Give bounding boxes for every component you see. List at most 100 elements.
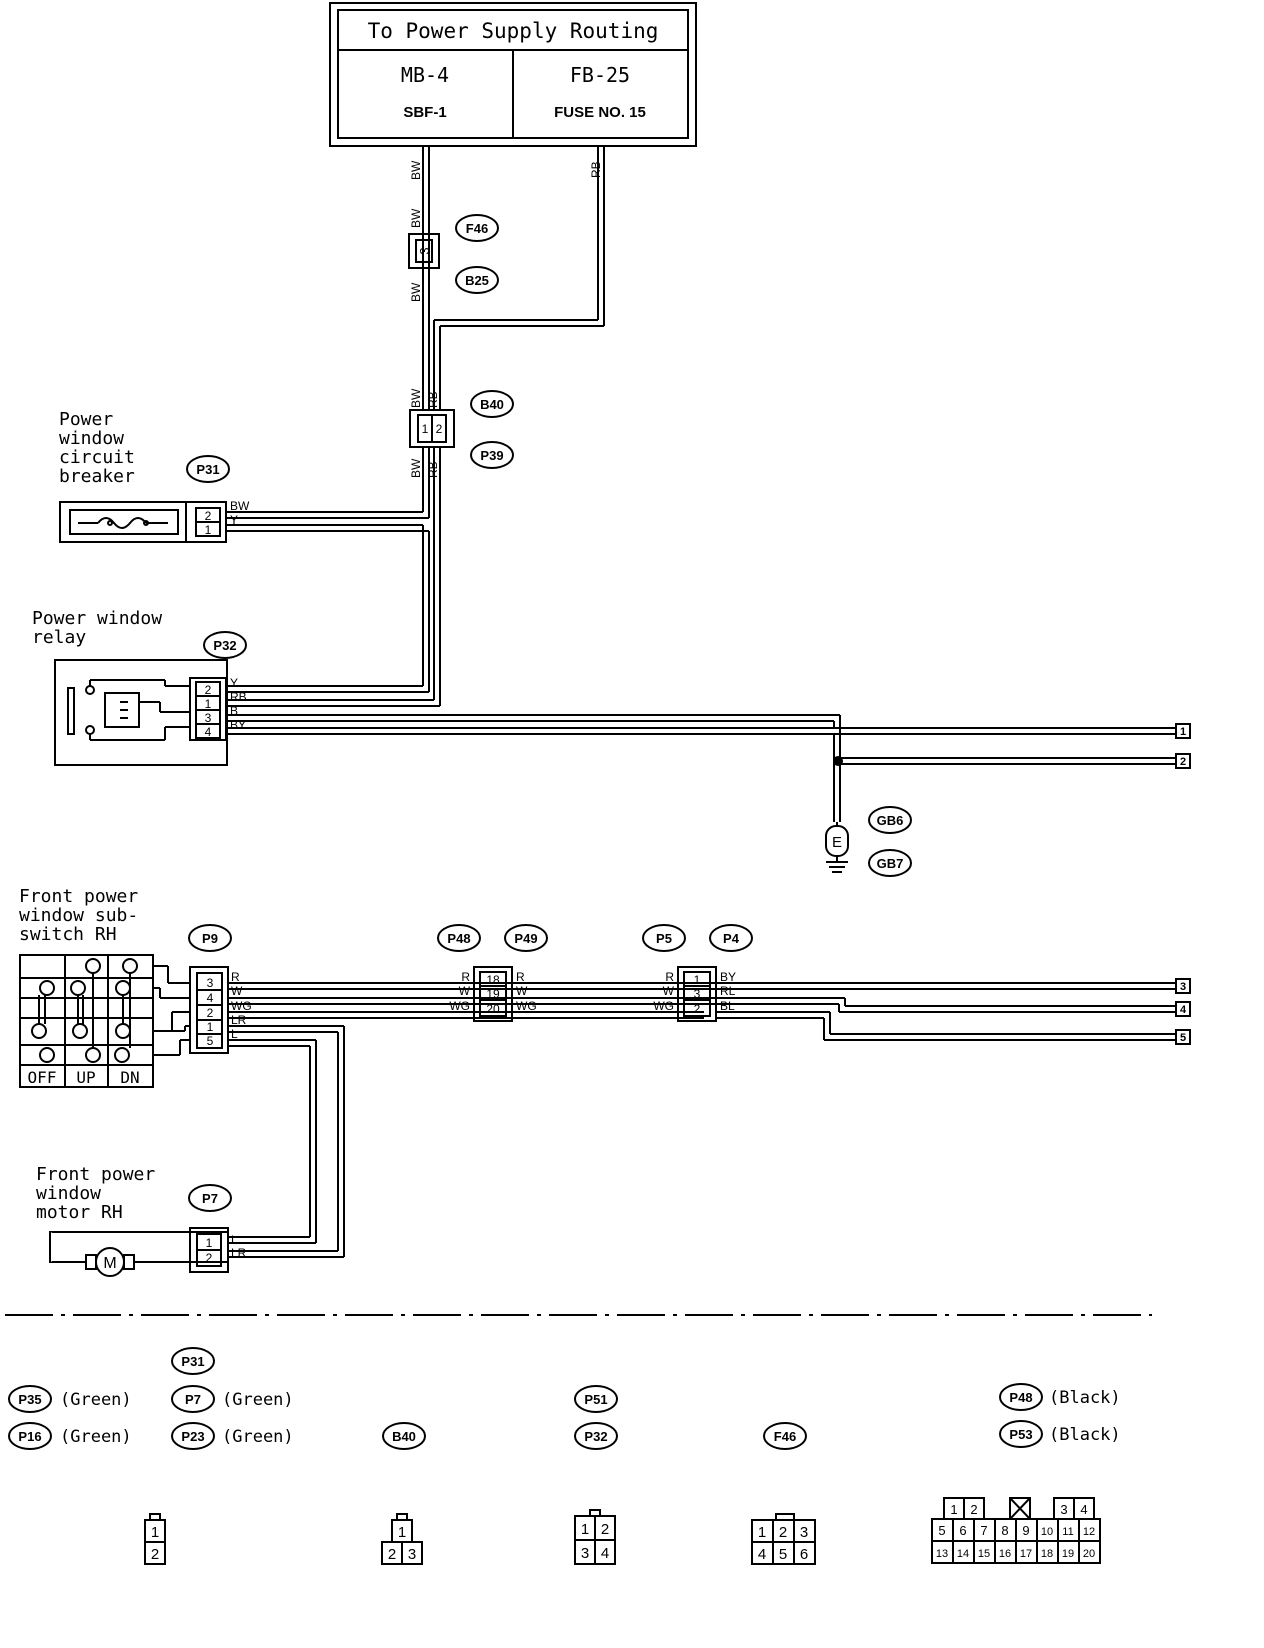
b40-pin-2: 2: [436, 422, 443, 436]
continuation-markers: 1 2 3 4 5: [1175, 723, 1191, 1045]
switch-pos-dn: DN: [120, 1068, 139, 1087]
relay-label: Power window relay: [32, 608, 173, 648]
face20-pin6: 6: [959, 1523, 966, 1538]
front-power-window-motor: Front power window motor RH 1 2 M L LR: [36, 1164, 247, 1277]
lower-wiring: [228, 982, 1176, 1258]
power-supply-box: To Power Supply Routing MB-4 SBF-1 FB-25…: [329, 2, 697, 147]
supply-left-main: MB-4: [401, 63, 449, 87]
wire-rb-1: RB: [589, 161, 603, 178]
face3-pin2: 2: [388, 1546, 396, 1563]
face20-pin12: 12: [1083, 1526, 1095, 1538]
p9-pin-4: 4: [207, 991, 214, 1005]
wire-l-p9: L: [231, 1027, 238, 1041]
face20-pin13: 13: [936, 1548, 948, 1560]
face6-pin3: 3: [800, 1524, 808, 1541]
legend-p53-color: (Black): [1049, 1425, 1121, 1445]
wire-y-breaker: Y: [230, 513, 238, 527]
conn-p31: P31: [196, 462, 219, 477]
supply-right-sub: FUSE NO. 15: [554, 104, 646, 121]
face-2pin: 1 2: [144, 1513, 166, 1565]
wire-bl-p4: BL: [720, 999, 735, 1013]
face20-row3: 13 14 15 16 17 18 19 20: [931, 1540, 1101, 1564]
legend-p32: P32: [584, 1429, 607, 1444]
connector-p48-p49: 18 19 20 R W WG R W WG: [449, 966, 537, 1022]
face20-pin19: 19: [1062, 1548, 1074, 1560]
cont-2: 2: [1180, 756, 1186, 768]
wire-bw-1: BW: [409, 160, 423, 180]
conn-p49: P49: [514, 931, 537, 946]
legend-p35: P35: [18, 1392, 41, 1407]
conn-p32: P32: [213, 638, 236, 653]
motor-symbol: M: [103, 1255, 116, 1272]
relay-pin-2: 2: [205, 683, 212, 697]
p48-pin-20: 20: [486, 1002, 500, 1016]
conn-p5: P5: [656, 931, 672, 946]
p9-pin-5: 5: [207, 1034, 214, 1048]
p48-pin-18: 18: [486, 973, 500, 987]
p5-pin-1: 1: [694, 973, 701, 987]
wire-rl-p4: RL: [720, 984, 736, 998]
conn-p4: P4: [723, 931, 740, 946]
legend-p23: P23: [181, 1429, 204, 1444]
subswitch-label: Front power window sub- switch RH: [19, 886, 149, 945]
wire-w-p49: W: [516, 984, 528, 998]
wire-bw-2: BW: [409, 208, 423, 228]
wire-wg-p9: WG: [231, 999, 252, 1013]
conn-p9: P9: [202, 931, 218, 946]
supply-box-title: To Power Supply Routing: [368, 19, 659, 43]
wire-bw-4: BW: [409, 388, 423, 408]
wire-lr-p9: LR: [231, 1013, 247, 1027]
face20-pin10: 10: [1041, 1526, 1053, 1538]
cont-3: 3: [1180, 981, 1186, 993]
face6-pin5: 5: [779, 1546, 787, 1563]
wire-r-p48: R: [461, 970, 470, 984]
wire-r-p5: R: [665, 970, 674, 984]
p5-pin-2: 2: [694, 1002, 701, 1016]
face4-pin3: 3: [581, 1545, 589, 1562]
wire-bw-breaker: BW: [230, 499, 250, 513]
wire-by-p4: BY: [720, 970, 736, 984]
ground-label: E: [832, 834, 842, 851]
p9-pin-3: 3: [207, 976, 214, 990]
legend-p31: P31: [181, 1354, 204, 1369]
face20-row2: 5 6 7 8 9 10 11 12: [931, 1518, 1101, 1542]
relay-pin-1: 1: [205, 697, 212, 711]
b40-pin-1: 1: [422, 422, 429, 436]
relay-pin-3: 3: [205, 711, 212, 725]
face6-pin4: 4: [758, 1546, 766, 1563]
face20-pin14: 14: [957, 1548, 969, 1560]
cont-1: 1: [1180, 726, 1186, 738]
p9-pin-1: 1: [207, 1020, 214, 1034]
wire-b-relay: B: [230, 704, 238, 718]
supply-right-main: FB-25: [570, 63, 630, 87]
circuit-breaker: Power window circuit breaker 2 1 BW Y: [59, 409, 250, 543]
face20-pin16: 16: [999, 1548, 1011, 1560]
wire-w-p9: W: [231, 984, 243, 998]
wire-y-relay: Y: [230, 676, 238, 690]
connector-legend: P31 P35 (Green) P7 (Green) P16 (Green) P…: [8, 1347, 1121, 1450]
p5-pin-3: 3: [694, 987, 701, 1001]
face-6pin: 1 2 3 4 5 6: [751, 1513, 816, 1565]
legend-p48: P48: [1009, 1390, 1032, 1405]
face20-pin8: 8: [1001, 1523, 1008, 1538]
face20-pin9: 9: [1022, 1523, 1029, 1538]
switch-pos-up: UP: [76, 1068, 95, 1087]
breaker-pin-1: 1: [205, 523, 212, 537]
cont-5: 5: [1180, 1032, 1186, 1044]
face20-pin2: 2: [970, 1502, 977, 1517]
connector-b40-p39: 1 2: [409, 409, 455, 448]
connector-ovals: F46 B25 B40 P39 P31 P32 GB6 GB7 P9 P48 P…: [186, 214, 912, 1212]
connector-p5-p4: 1 3 2 R W WG BY RL BL: [653, 966, 736, 1022]
cont-4: 4: [1180, 1004, 1187, 1016]
face20-pin4: 4: [1080, 1502, 1087, 1517]
face4-pin4: 4: [601, 1545, 609, 1562]
face-4pin: 1 2 3 4: [574, 1509, 616, 1565]
conn-p39: P39: [480, 448, 503, 463]
legend-p48-color: (Black): [1049, 1388, 1121, 1408]
wire-r-p9: R: [231, 970, 240, 984]
face2-pin2: 2: [151, 1546, 159, 1563]
face20-pin11: 11: [1062, 1526, 1073, 1538]
wire-wg-p5: WG: [653, 999, 674, 1013]
breaker-pin-2: 2: [205, 509, 212, 523]
